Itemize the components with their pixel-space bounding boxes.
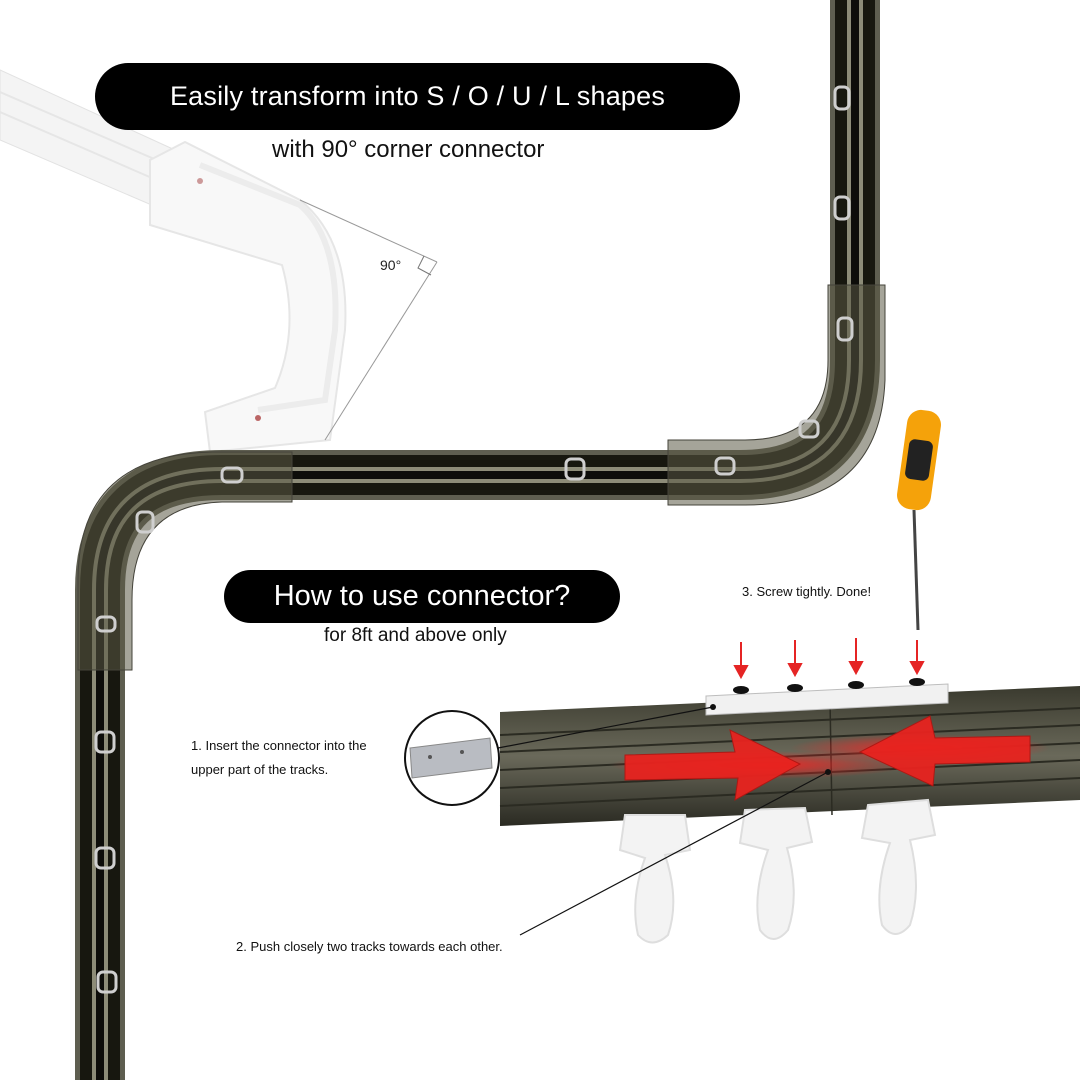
connector-heading-banner: How to use connector? bbox=[224, 570, 620, 623]
angle-label: 90° bbox=[380, 257, 402, 273]
step-2-text: 2. Push closely two tracks towards each … bbox=[236, 939, 503, 954]
leader-lines bbox=[497, 706, 829, 936]
hook-gliders bbox=[618, 798, 937, 944]
push-arrow-icon bbox=[624, 715, 1031, 801]
track-gliders bbox=[94, 85, 854, 994]
connector-subtitle: for 8ft and above only bbox=[324, 625, 507, 646]
headline-banner: Easily transform into S / O / U / L shap… bbox=[95, 63, 740, 130]
curtain-track bbox=[75, 0, 886, 1080]
connector-heading-text: How to use connector? bbox=[273, 580, 571, 612]
headline-subtitle: with 90° corner connector bbox=[272, 136, 545, 163]
magnifier-circle-icon bbox=[404, 710, 500, 806]
down-arrow-icon bbox=[733, 638, 925, 680]
step-3-text: 3. Screw tightly. Done! bbox=[742, 584, 872, 599]
screwdriver-icon bbox=[897, 409, 941, 631]
step-1-text: 1. Insert the connector into the upper p… bbox=[191, 738, 367, 777]
headline-text: Easily transform into S / O / U / L shap… bbox=[169, 81, 666, 111]
white-corner-connector bbox=[0, 69, 347, 454]
angle-marker bbox=[299, 199, 438, 441]
